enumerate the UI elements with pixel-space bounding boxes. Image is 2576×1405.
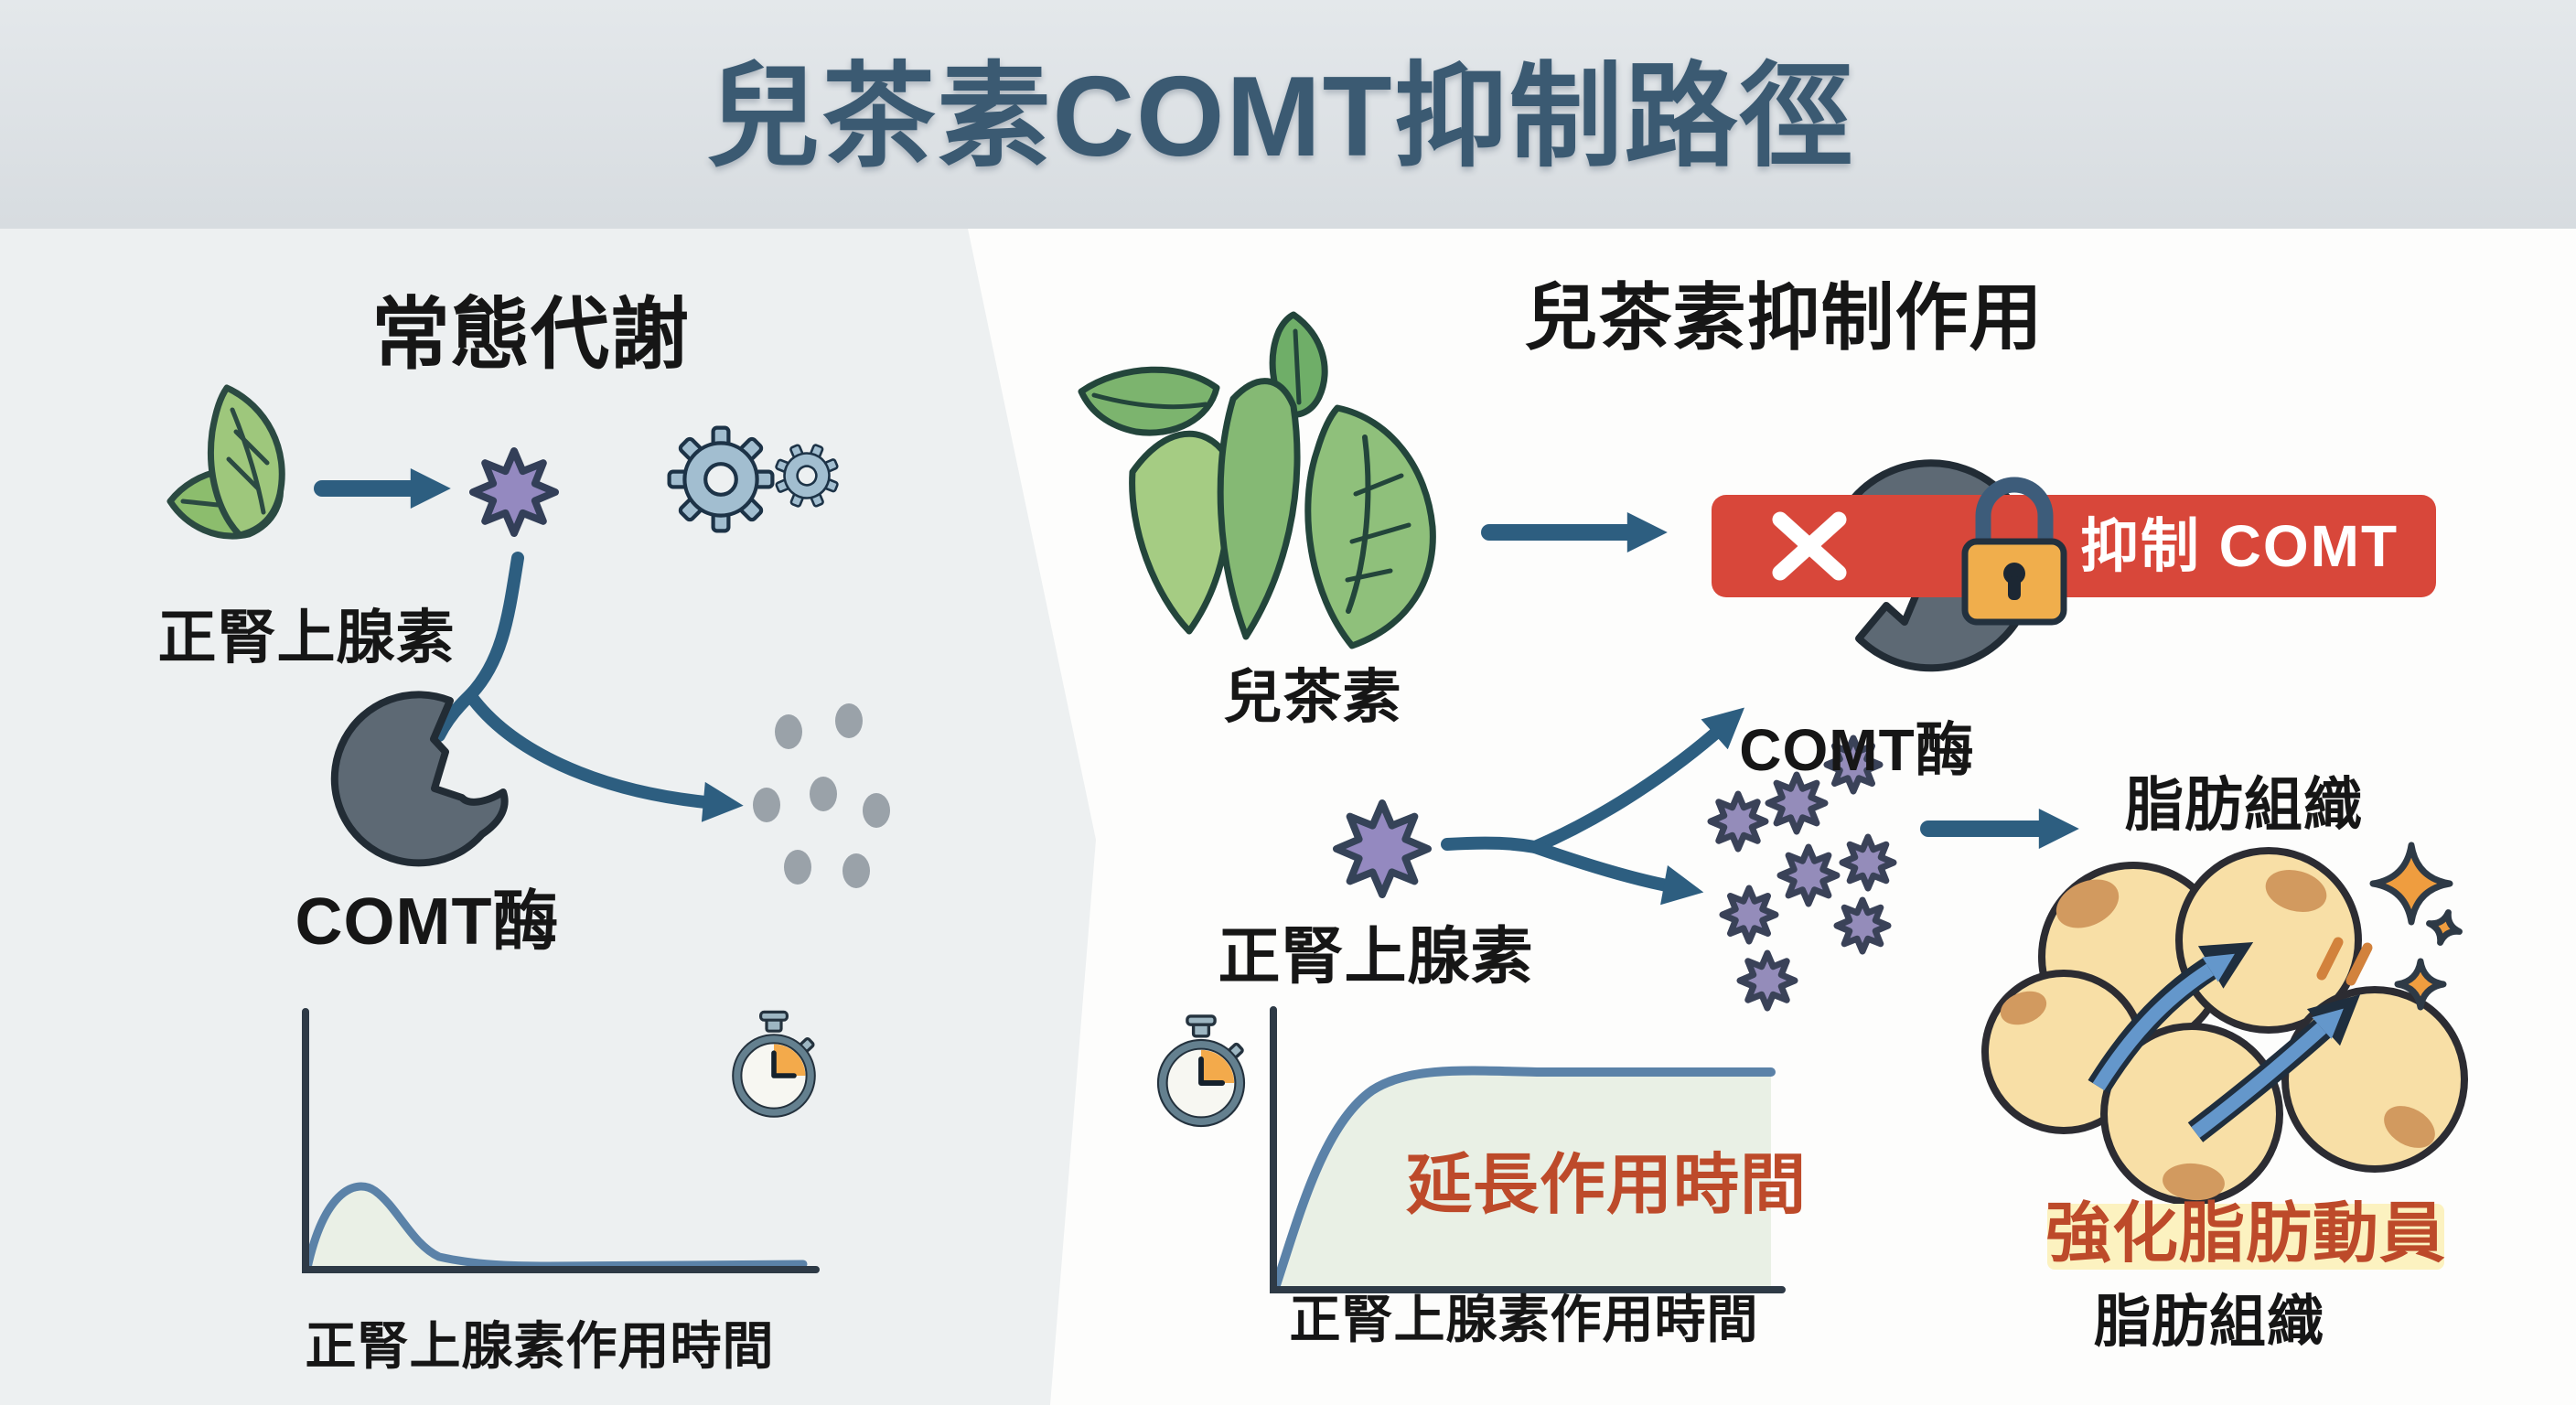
- degradation-arrow-icon: [433, 552, 744, 822]
- chart-axes: [1270, 1006, 1786, 1293]
- norepinephrine-molecule-icon: [471, 449, 557, 535]
- fat-tissue-label-bottom: 脂肪組織: [2093, 1291, 2325, 1354]
- fat-mobilization-label: 強化脂肪動員: [2045, 1197, 2447, 1271]
- fat-mobilization-highlight: [2047, 1204, 2444, 1270]
- inhibit-banner: [1712, 495, 2436, 597]
- branching-arrows-icon: [1441, 707, 1745, 906]
- chart-curve-fill: [1275, 1070, 1771, 1288]
- tea-leaves-icon: [1078, 311, 1436, 649]
- inhibit-comt-badge-label: 抑制 COMT: [2079, 513, 2399, 579]
- right-duration-chart: [1270, 1006, 1786, 1293]
- comt-enzyme-icon-left: [330, 691, 509, 867]
- comt-enzyme-label-right: COMT酶: [1739, 717, 1975, 783]
- right-panel-heading: 兒茶素抑制作用: [1524, 277, 2044, 359]
- duration-axis-label-left: 正腎上腺素作用時間: [305, 1317, 775, 1375]
- leaf-icon: [166, 384, 285, 540]
- comt-enzyme-label-left: COMT酶: [295, 885, 560, 959]
- norepinephrine-label-right: 正腎上腺素: [1218, 922, 1534, 992]
- residue-dots-icon: [753, 703, 890, 888]
- left-duration-chart: [302, 1008, 820, 1273]
- chart-curve: [303, 1182, 808, 1272]
- chart-axes: [302, 1008, 820, 1273]
- mobilization-arrows-icon: [2088, 941, 2361, 1142]
- header-band: [0, 0, 2576, 229]
- fat-tissue-label-top: 脂肪組織: [2125, 772, 2363, 838]
- left-panel-background: [0, 229, 1096, 1405]
- fat-cells-icon: [1981, 847, 2468, 1206]
- norepinephrine-molecule-icon-right: [1335, 801, 1430, 896]
- norepinephrine-label-left: 正腎上腺素: [157, 605, 456, 670]
- stopwatch-icon-right: [1158, 1016, 1243, 1126]
- extended-duration-label: 延長作用時間: [1405, 1149, 1808, 1222]
- duration-axis-label-right: 正腎上腺素作用時間: [1289, 1291, 1759, 1348]
- padlock-icon: [1961, 477, 2067, 626]
- left-panel-heading: 常態代謝: [371, 291, 690, 379]
- sparkle-icon: [2371, 843, 2464, 1008]
- chart-curve: [1271, 1066, 1776, 1292]
- chart-curve-fill: [307, 1186, 809, 1268]
- catechin-label: 兒茶素: [1223, 664, 1402, 730]
- page-title: 兒茶素COMT抑制路徑: [706, 54, 1855, 180]
- x-mark-icon: [1772, 511, 1847, 581]
